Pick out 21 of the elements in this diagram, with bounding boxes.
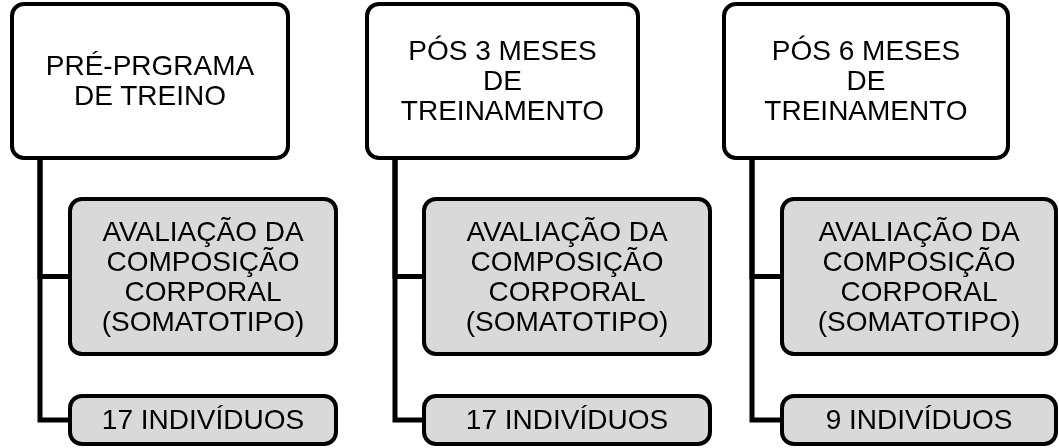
box-label: 17 INDIVÍDUOS	[465, 405, 669, 435]
step-box	[68, 394, 338, 446]
step-box	[68, 197, 338, 356]
connector-line	[37, 160, 68, 423]
box-label: AVALIAÇÃO DA COMPOSIÇÃO CORPORAL (SOMATOTIPO)	[816, 216, 1022, 337]
box-label: PÓS 3 MESES DE TREINAMENTO	[399, 36, 606, 126]
box-label: AVALIAÇÃO DA COMPOSIÇÃO CORPORAL (SOMATOTIPO)	[464, 216, 670, 337]
box-label: 9 INDIVÍDUOS	[825, 405, 1013, 435]
box-label: PÓS 6 MESES DE TREINAMENTO	[763, 36, 969, 126]
connector-line	[392, 160, 422, 423]
step-box	[422, 394, 712, 446]
box-label: AVALIAÇÃO DA COMPOSIÇÃO CORPORAL (SOMATOTIPO)	[100, 216, 306, 337]
stage-box	[722, 2, 1010, 160]
step-box	[422, 197, 712, 356]
box-label: 17 INDIVÍDUOS	[101, 405, 305, 435]
stage-box	[10, 2, 290, 160]
step-box	[780, 394, 1058, 446]
stage-box	[365, 2, 640, 160]
step-box	[780, 197, 1058, 356]
box-label: PRÉ-PRGRAMA DE TREINO	[44, 51, 256, 111]
connector-line	[749, 160, 780, 423]
